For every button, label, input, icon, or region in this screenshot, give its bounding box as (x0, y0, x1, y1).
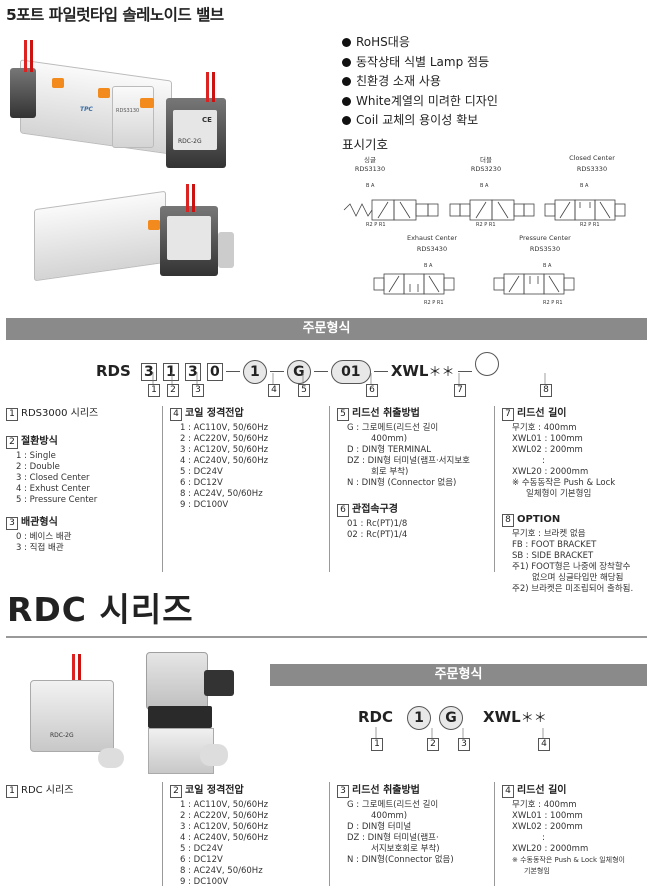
order-index-4: 4 (268, 384, 280, 397)
symbol-model-label: RDS3430 (416, 245, 448, 253)
valve-symbol-single (343, 199, 439, 221)
order-connector-lines (152, 372, 546, 384)
feature-list: RoHS대응 동작상태 식별 Lamp 점등 친환경 소재 사용 White계열… (342, 33, 498, 131)
symbol-model-label: RDS3130 (354, 165, 386, 173)
symbol-type-label: 싱글 (364, 156, 376, 164)
section-divider (6, 636, 647, 638)
feature-item: 동작상태 식별 Lamp 점등 (342, 53, 498, 73)
valve-symbol-closed-center (544, 199, 626, 221)
product-image-rds-double: RDC-2G CE RDS3130 TPC (8, 38, 240, 178)
feature-item: Coil 교체의 용이성 확보 (342, 111, 498, 131)
order-index-5: 5 (298, 384, 310, 397)
valve-symbols-row2 (373, 273, 575, 295)
feature-item: RoHS대응 (342, 33, 498, 53)
valve-symbol-pressure-center (493, 273, 575, 295)
symbol-type-label: Closed Center (569, 154, 615, 162)
valve-symbol-exhaust-center (373, 273, 455, 295)
rdc-index-3: 3 (458, 738, 470, 751)
product-image-rds-single (30, 184, 240, 294)
symbol-type-label: Pressure Center (519, 234, 571, 242)
port-label: B A (580, 183, 589, 189)
symbol-type-label: 더블 (480, 156, 492, 164)
port-label: B A (543, 263, 552, 269)
rdc-index-4: 4 (538, 738, 550, 751)
symbol-model-label: RDS3330 (576, 165, 608, 173)
feature-item: 친환경 소재 사용 (342, 72, 498, 92)
port-label: B A (366, 183, 375, 189)
valve-symbols-row1 (343, 199, 626, 221)
symbol-heading: 표시기호 (342, 137, 389, 152)
symbol-model-label: RDS3230 (470, 165, 502, 173)
rdc-index-1: 1 (371, 738, 383, 751)
order-index-8: 8 (540, 384, 552, 397)
symbol-model-label: RDS3530 (529, 245, 561, 253)
port-label: R2 P R1 (366, 222, 386, 228)
rdc-connector-lines (375, 727, 544, 738)
order-index-7: 7 (454, 384, 466, 397)
port-label: R2 P R1 (543, 300, 563, 306)
product-image-rdc-din (138, 648, 248, 776)
order-format-band: 주문형식 (6, 318, 647, 340)
symbol-type-label: Exhaust Center (406, 234, 458, 242)
rdc-order-format-band: 주문형식 (270, 664, 647, 686)
order-index-3: 3 (192, 384, 204, 397)
valve-symbol-double (449, 199, 535, 221)
port-label: B A (424, 263, 433, 269)
order-index-1: 1 (148, 384, 160, 397)
rdc-series-title: RDC 시리즈 (7, 590, 194, 629)
feature-item: White계열의 미려한 디자인 (342, 92, 498, 112)
product-image-rdc-grommet: RDC-2G (28, 652, 128, 772)
page-title: 5포트 파일럿타입 솔레노이드 밸브 (6, 6, 224, 24)
port-label: R2 P R1 (476, 222, 496, 228)
port-label: R2 P R1 (424, 300, 444, 306)
order-index-2: 2 (167, 384, 179, 397)
port-label: R2 P R1 (580, 222, 600, 228)
order-index-6: 6 (366, 384, 378, 397)
port-label: B A (480, 183, 489, 189)
rdc-index-2: 2 (427, 738, 439, 751)
